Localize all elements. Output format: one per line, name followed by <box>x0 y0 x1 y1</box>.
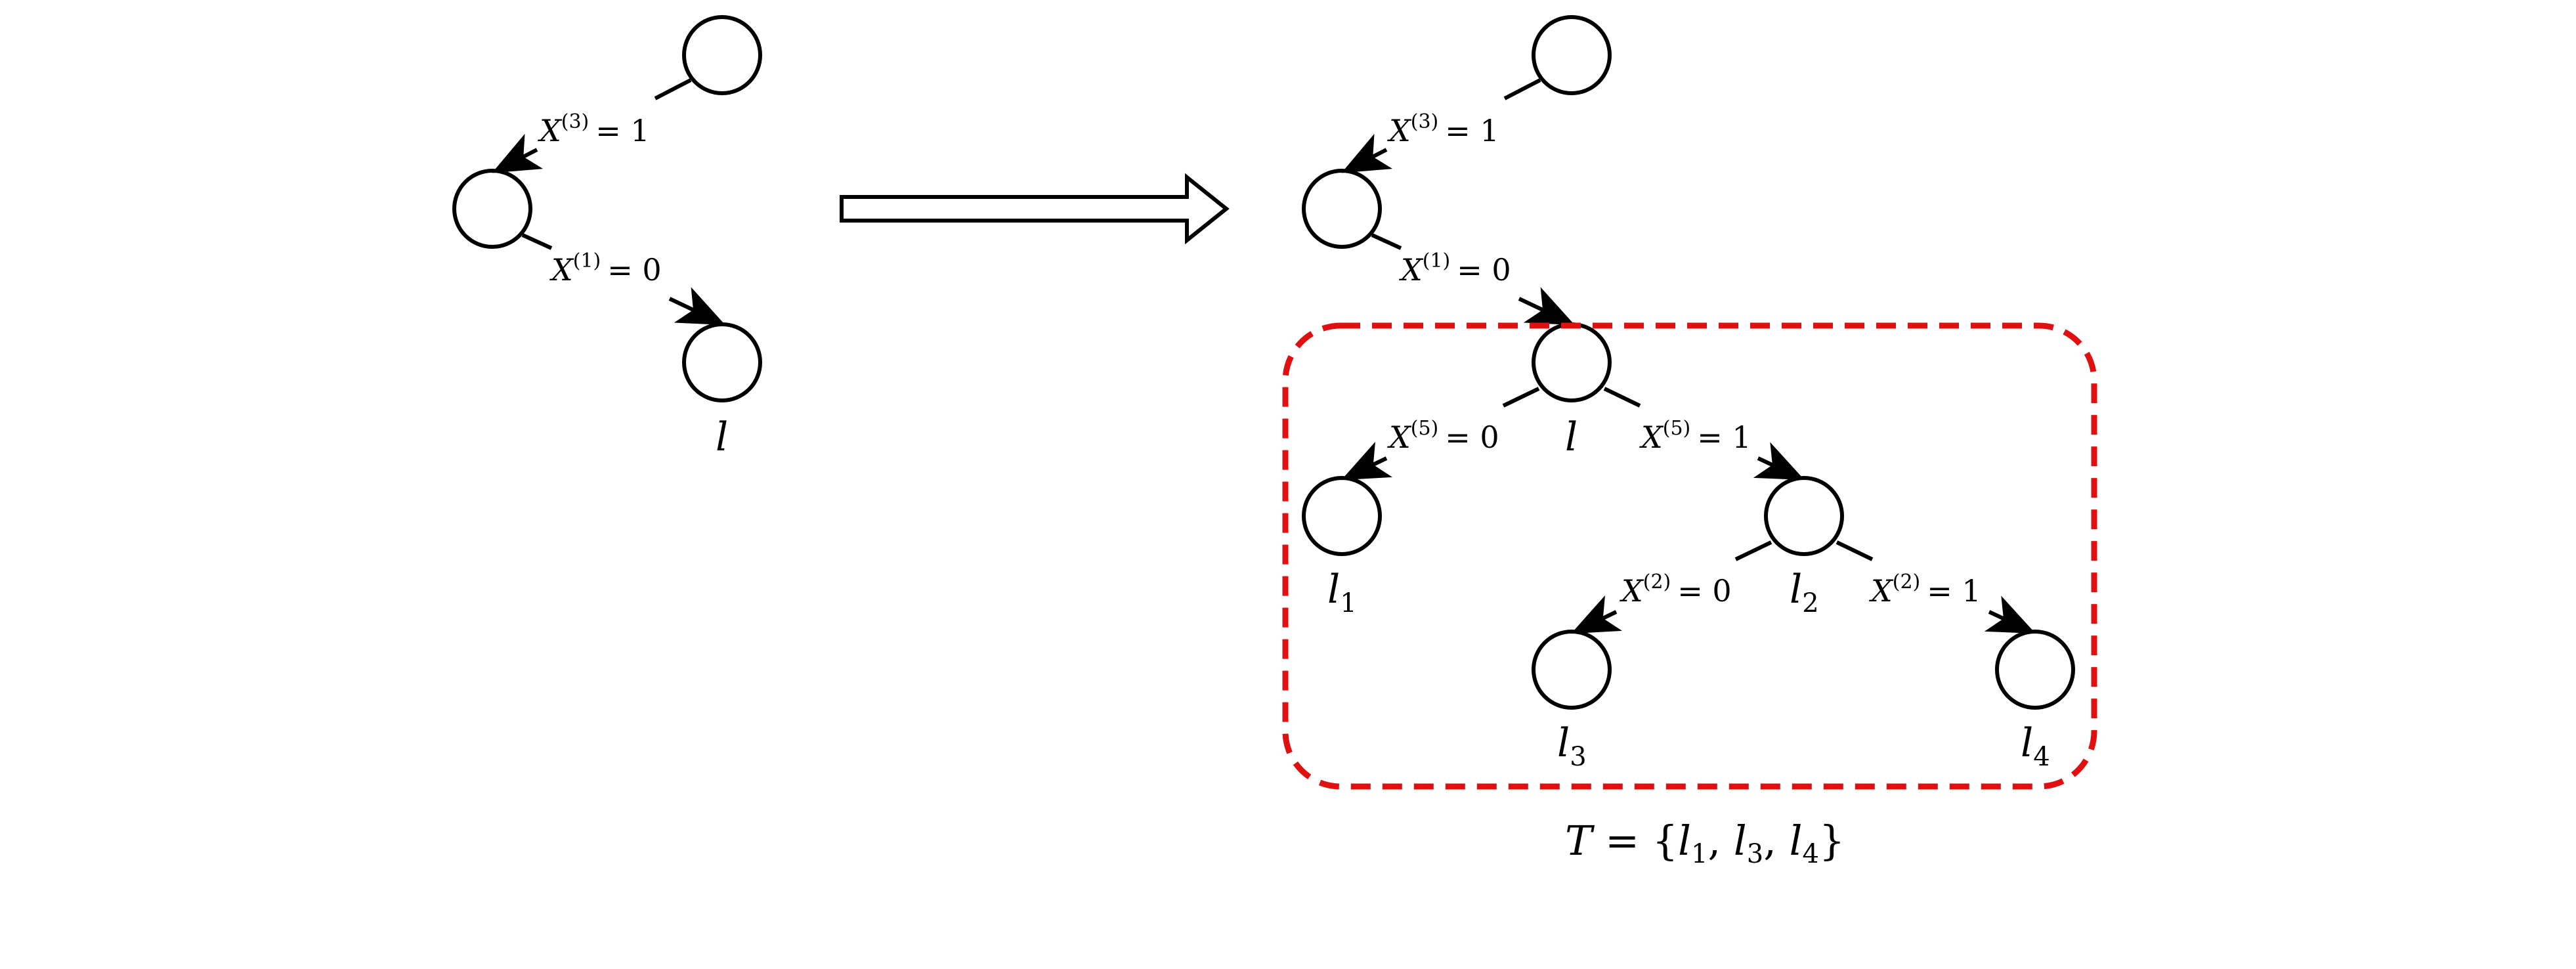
left-tree-labels: X(3)= 1 X(1)= 0 l <box>538 110 728 460</box>
right-edge-3-stub <box>1502 387 1540 408</box>
left-edge-2-arrow <box>668 287 725 326</box>
left-edge-label-2: X(1)= 0 <box>549 249 662 288</box>
right-mid-node <box>1302 169 1382 249</box>
right-leaf-label-l4: l4 <box>2021 720 2050 772</box>
right-node-l2 <box>1764 476 1844 556</box>
right-edge-1-stub <box>1503 78 1541 100</box>
left-tree <box>452 15 762 402</box>
right-edge-4-stub <box>1603 387 1641 408</box>
left-edge-2-stub <box>521 233 553 250</box>
right-edge-5-arrow <box>1571 595 1623 634</box>
leaf-set-label: T = {l1, l3, l4} <box>1565 817 1845 869</box>
left-leaf-node <box>682 322 762 402</box>
right-edge-2-arrow <box>1518 287 1575 326</box>
right-leaf-label-l: l <box>1565 414 1578 460</box>
right-leaf-label-l2: l2 <box>1790 567 1819 618</box>
right-leaf-label-l1: l1 <box>1327 567 1357 618</box>
right-edge-2-stub <box>1371 233 1402 250</box>
right-edge-1-arrow <box>1341 133 1393 173</box>
subtree-highlight-box <box>1282 322 2097 790</box>
right-edge-3-arrow <box>1341 441 1393 481</box>
left-root-node <box>682 15 762 95</box>
left-leaf-label: l <box>716 414 728 460</box>
right-edge-6-stub <box>1835 540 1874 561</box>
right-edge-4-arrow <box>1753 442 1805 481</box>
right-edge-label-1: X(3)= 1 <box>1387 110 1499 148</box>
right-edge-label-6: X(2)= 1 <box>1869 571 1981 609</box>
right-edge-label-2: X(1)= 0 <box>1399 249 1511 288</box>
right-node-l3 <box>1532 630 1612 710</box>
right-edge-6-arrow <box>1984 595 2036 634</box>
right-edge-5-stub <box>1734 540 1772 561</box>
transform-arrow <box>840 173 1230 245</box>
right-node-l1 <box>1302 476 1382 556</box>
right-node-l <box>1532 322 1612 402</box>
right-node-l4 <box>1995 630 2075 710</box>
right-edge-label-5: X(2)= 0 <box>1620 571 1732 609</box>
right-tree-labels: X(3)= 1 X(1)= 0 X(5)= 0 X(5)= 1 X(2)= 0 … <box>1327 110 2050 869</box>
left-edge-1-stub <box>654 78 692 100</box>
right-tree <box>1302 15 2075 710</box>
left-edge-label-1: X(3)= 1 <box>538 110 650 148</box>
left-mid-node <box>452 169 532 249</box>
right-edge-label-4: X(5)= 1 <box>1639 417 1751 455</box>
right-root-node <box>1532 15 1612 95</box>
left-edge-1-arrow <box>492 133 544 173</box>
right-leaf-label-l3: l3 <box>1557 720 1587 772</box>
right-edge-label-3: X(5)= 0 <box>1387 417 1499 455</box>
